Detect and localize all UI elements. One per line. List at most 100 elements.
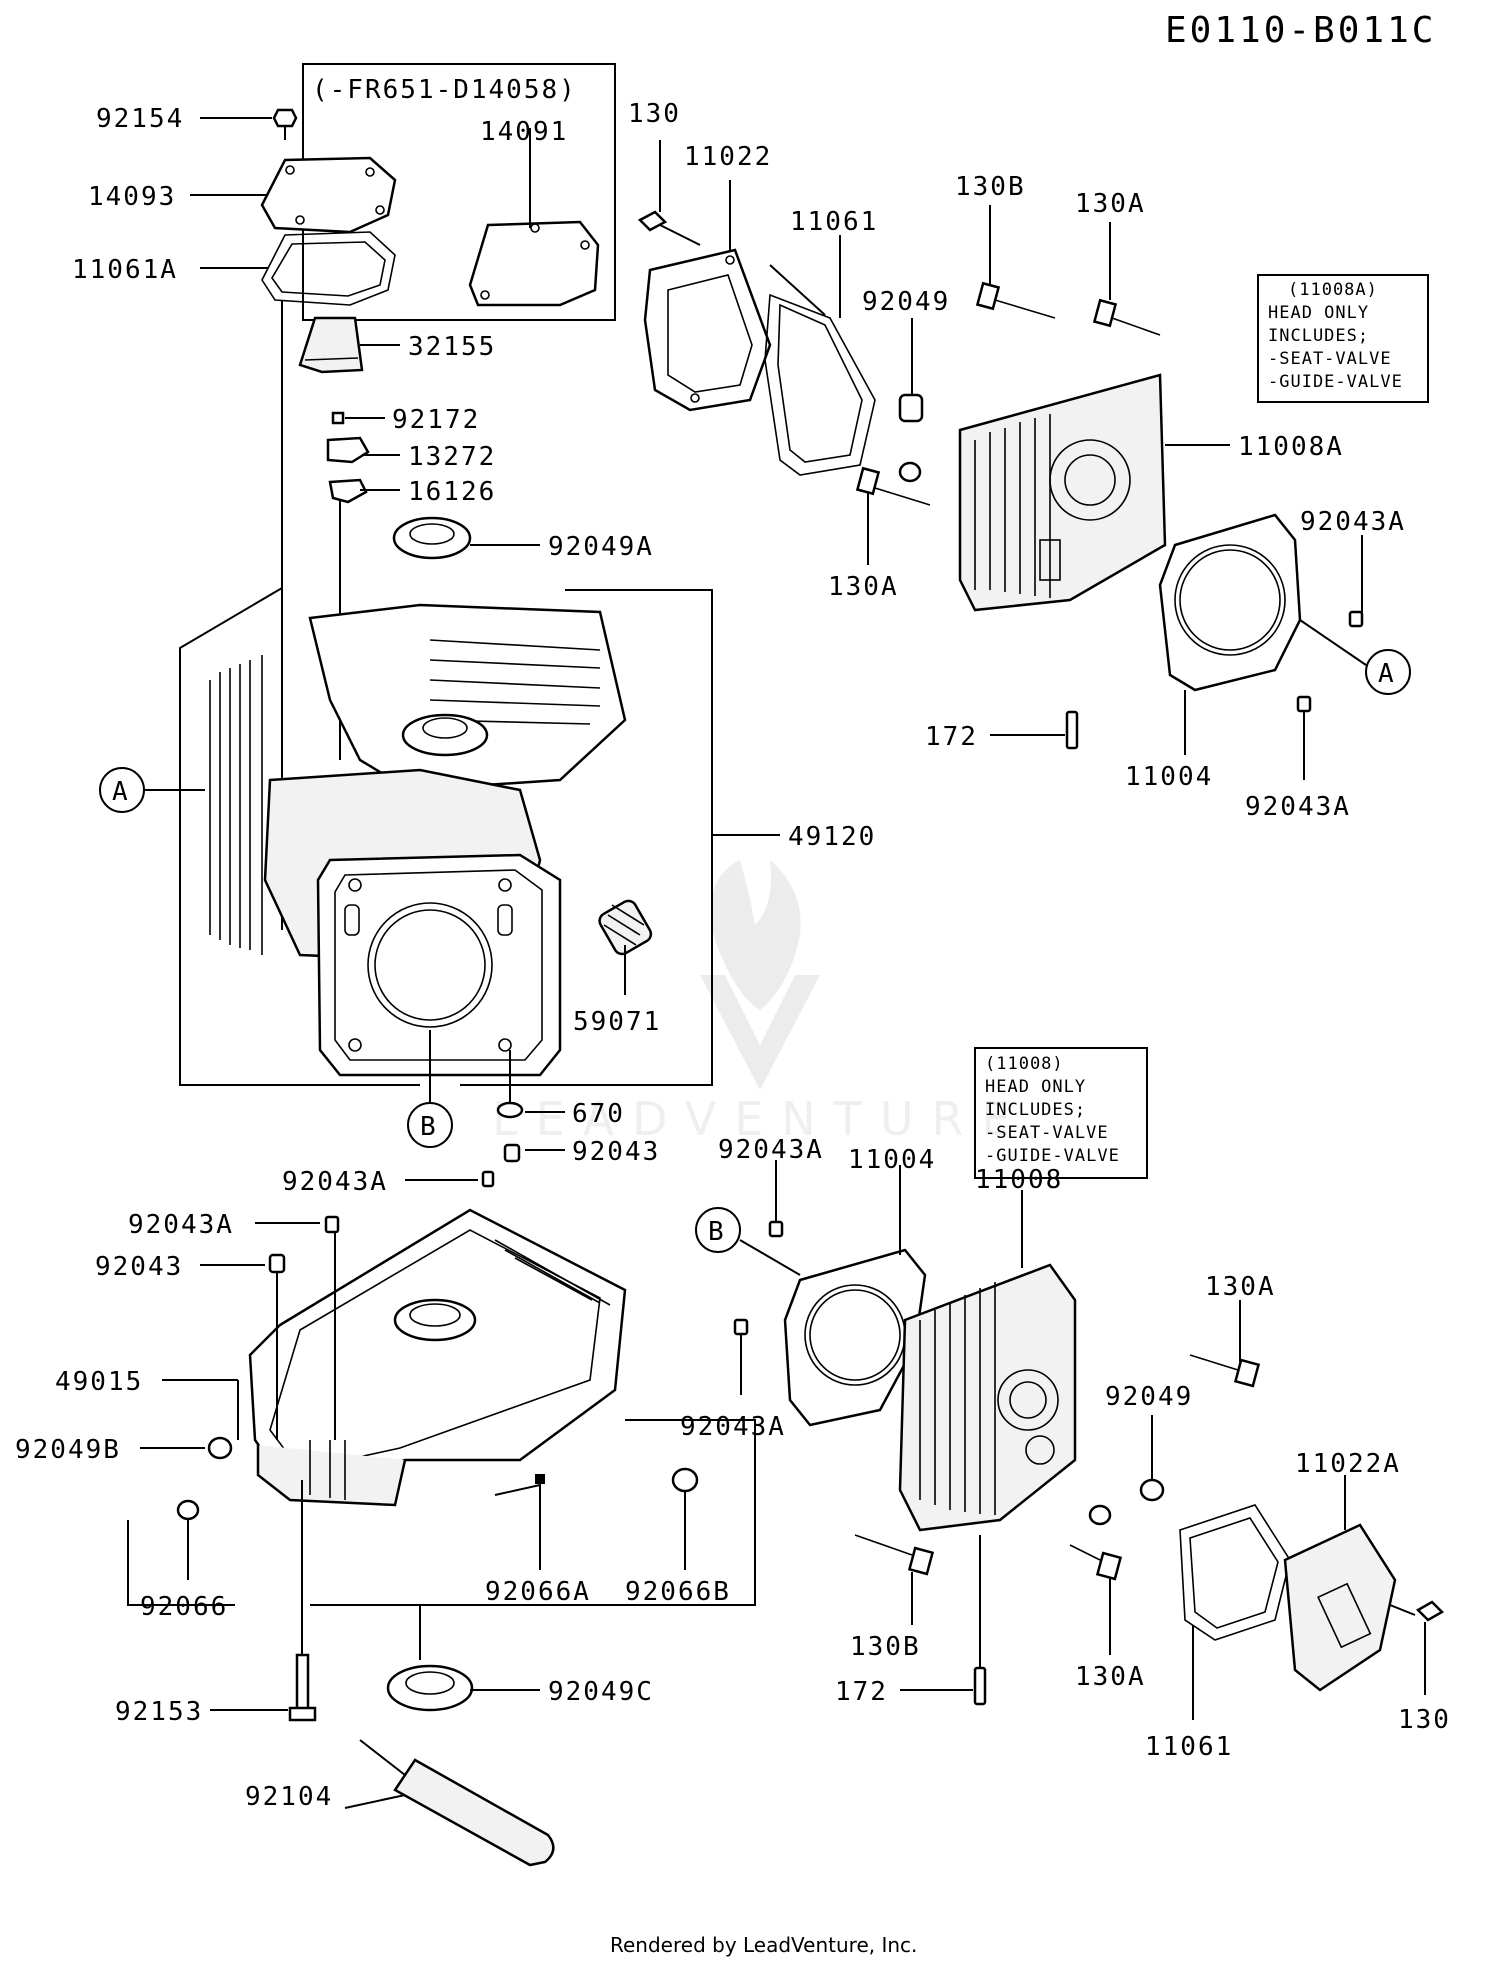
reed-valve-32155[interactable]	[298, 316, 364, 374]
label-92043A-rb: 92043A	[1245, 792, 1351, 822]
label-92104: 92104	[245, 1782, 333, 1812]
label-172-bottom: 172	[835, 1677, 888, 1707]
plug-92049B[interactable]	[207, 1436, 233, 1460]
label-13272: 13272	[408, 442, 496, 472]
dowel-92043A-right-b[interactable]	[1296, 695, 1312, 780]
label-130A-b2: 130A	[1075, 1662, 1146, 1692]
label-16126: 16126	[408, 477, 496, 507]
label-92066: 92066	[140, 1592, 228, 1622]
valve-seal-92049-bottom[interactable]	[1088, 1415, 1165, 1526]
svg-text:-SEAT-VALVE: -SEAT-VALVE	[985, 1123, 1109, 1143]
bolt-92153[interactable]	[288, 1480, 317, 1722]
gasket-11061-bottom[interactable]	[1179, 1504, 1291, 1720]
label-92043A-1: 92043A	[282, 1167, 388, 1197]
dowel-92043A-bottom-a[interactable]	[768, 1160, 784, 1238]
callout-a-right[interactable]: A	[1299, 619, 1411, 695]
screw-130-bottom[interactable]	[1389, 1600, 1445, 1695]
stud-172-top[interactable]	[990, 710, 1079, 750]
head-gasket-11004-top[interactable]	[1158, 513, 1302, 755]
breather-cover-14093[interactable]	[260, 156, 397, 234]
label-92049-bottom: 92049	[1105, 1382, 1193, 1412]
svg-text:-SEAT-VALVE: -SEAT-VALVE	[1268, 349, 1392, 369]
callout-b-label: B	[420, 1112, 438, 1142]
dowel-92043A-bottom-b[interactable]	[733, 1318, 749, 1395]
plate-16126[interactable]	[328, 478, 368, 504]
crankcase-49015[interactable]	[248, 1208, 627, 1507]
valve-seal-92049-top[interactable]	[898, 318, 924, 483]
label-11061-bottom: 11061	[1145, 1732, 1233, 1762]
cylinder-head-11008A[interactable]	[958, 373, 1230, 612]
callout-a-left[interactable]: A	[99, 767, 205, 813]
cylinder-head-11008[interactable]	[898, 1190, 1077, 1532]
bolt-130A-bottom-right[interactable]	[1189, 1300, 1261, 1388]
svg-text:(11008): (11008)	[985, 1054, 1064, 1074]
gasket-11061A[interactable]	[261, 231, 396, 306]
plug-92066A[interactable]	[535, 1474, 545, 1484]
label-92049A: 92049A	[548, 532, 654, 562]
rocker-cover-11022[interactable]	[643, 180, 772, 412]
label-92066B: 92066B	[625, 1577, 731, 1607]
label-11004-top: 11004	[1125, 762, 1213, 792]
label-130A-mid: 130A	[828, 572, 899, 602]
label-92049-top: 92049	[862, 287, 950, 317]
callout-b-mid[interactable]: B	[407, 1030, 453, 1148]
svg-text:-GUIDE-VALVE: -GUIDE-VALVE	[985, 1146, 1120, 1166]
gasket-11061-top[interactable]	[764, 235, 876, 476]
bolt-92154[interactable]	[272, 108, 298, 140]
svg-text:INCLUDES;: INCLUDES;	[985, 1100, 1086, 1120]
plug-92066[interactable]	[176, 1499, 200, 1521]
bolt-130A-bottom-center[interactable]	[1069, 1544, 1123, 1655]
label-11008: 11008	[975, 1165, 1063, 1195]
leaders-left-bottom	[140, 1149, 686, 1809]
sealant-tube-92104[interactable]	[359, 1739, 555, 1867]
cylinder-block-49120[interactable]	[179, 587, 780, 1086]
label-14091: 14091	[480, 117, 568, 147]
serial-note: (-FR651-D14058)	[312, 75, 577, 105]
screw-92172[interactable]	[331, 411, 345, 425]
callout-a-label: A	[112, 777, 130, 807]
footer-text: Rendered by LeadVenture, Inc.	[610, 1933, 917, 1957]
plug-92066B[interactable]	[671, 1467, 699, 1493]
watermark-logo: LEADVENTURE	[492, 860, 1011, 1146]
head-note-box: (11008) HEAD ONLY INCLUDES; -SEAT-VALVE …	[974, 1047, 1148, 1179]
label-11061-top: 11061	[790, 207, 878, 237]
label-130B-bottom: 130B	[850, 1632, 921, 1662]
label-92172: 92172	[392, 405, 480, 435]
label-92153: 92153	[115, 1697, 203, 1727]
label-92043-top: 92043	[572, 1137, 660, 1167]
label-49015: 49015	[55, 1367, 143, 1397]
dowel-pins-left[interactable]	[268, 1143, 521, 1274]
dowel-92043A-right-a[interactable]	[1348, 535, 1364, 628]
diagram-id: E0110-B011C	[1165, 10, 1436, 51]
labels: 92154 14093 11061A 14091 32155 92172 132…	[15, 99, 1449, 1812]
label-92066A: 92066A	[485, 1577, 591, 1607]
oil-seal-92049A[interactable]	[392, 516, 472, 560]
spring-59071[interactable]	[597, 898, 654, 995]
label-32155: 32155	[408, 332, 496, 362]
bolt-130A-mid[interactable]	[855, 466, 931, 565]
label-14093: 14093	[88, 182, 176, 212]
label-130A-b1: 130A	[1205, 1272, 1276, 1302]
breather-cover-14091[interactable]	[468, 220, 600, 307]
oil-seal-92049C[interactable]	[386, 1664, 474, 1712]
callout-b-right[interactable]: B	[695, 1207, 801, 1276]
screw-130-top[interactable]	[637, 140, 701, 246]
label-92043A-b1: 92043A	[718, 1135, 824, 1165]
rocker-cover-11022A[interactable]	[1283, 1475, 1397, 1692]
label-11061A: 11061A	[72, 255, 178, 285]
bolt-130A-top[interactable]	[1092, 222, 1161, 336]
label-130A-top: 130A	[1075, 189, 1146, 219]
bolt-130B-bottom[interactable]	[854, 1534, 935, 1625]
label-92043-left: 92043	[95, 1252, 183, 1282]
svg-text:(11008A): (11008A)	[1288, 280, 1378, 300]
plate-13272[interactable]	[326, 436, 370, 464]
crankcase-bracket-right	[310, 1419, 756, 1606]
label-92043A-b2: 92043A	[680, 1412, 786, 1442]
o-ring-670[interactable]	[496, 1050, 565, 1119]
label-130B-top: 130B	[955, 172, 1026, 202]
bolt-130B-top[interactable]	[975, 205, 1056, 319]
stud-172-bottom[interactable]	[900, 1535, 987, 1706]
label-11022A: 11022A	[1295, 1449, 1401, 1479]
head-gasket-11004-bottom[interactable]	[783, 1165, 927, 1427]
